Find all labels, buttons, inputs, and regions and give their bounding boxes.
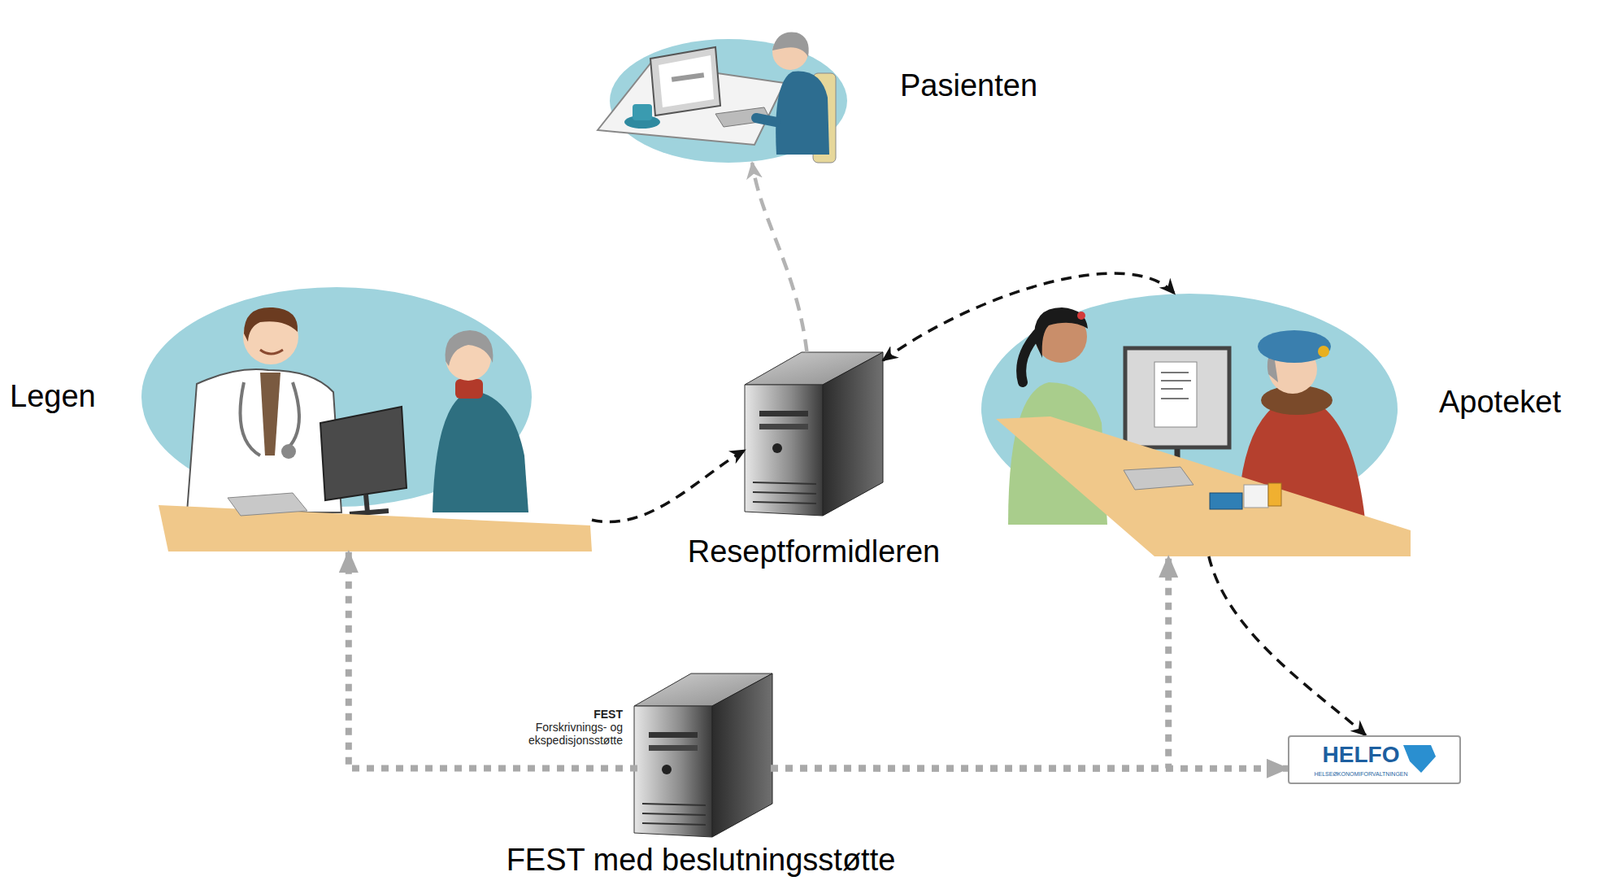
node-label: Legen — [9, 378, 96, 415]
patient-node: Pasienten — [609, 39, 848, 163]
node-sublabel: HELSEØKONOMIFORVALTNINGEN — [1313, 770, 1408, 778]
server-icon — [634, 673, 773, 837]
node-label: Reseptformidleren — [687, 534, 940, 570]
server-node: Reseptformidleren — [744, 352, 883, 516]
dashed-arrow — [882, 273, 1175, 361]
dotted-arrow — [770, 556, 1169, 769]
node-label: Pasienten — [900, 68, 1038, 105]
node-label: FEST med beslutningsstøtte — [506, 842, 896, 879]
pharmacy-scene — [981, 293, 1411, 557]
dotted-arrow — [770, 765, 1288, 772]
dashed-arrow — [591, 450, 745, 522]
node-label: Apoteket — [1439, 384, 1561, 421]
doctor-node: Legen — [143, 288, 592, 552]
node-label: HELFO — [1322, 741, 1400, 768]
patient-scene — [597, 31, 848, 163]
dashed-arrow — [752, 162, 807, 353]
pharmacy-node: Apoteket — [981, 293, 1411, 557]
dotted-arrow — [348, 551, 638, 769]
server-icon — [744, 352, 883, 516]
server-node: FEST med beslutningsstøtteFESTForskrivni… — [637, 673, 771, 837]
logo-mark — [1403, 744, 1436, 773]
logo-ground — [1287, 734, 1461, 784]
node-sublabel: Forskrivnings- og ekspedisjonsstøtte — [518, 720, 623, 747]
doctor-scene — [141, 286, 592, 552]
logo-box: HELFO HELSEØKONOMIFORVALTNINGEN — [1287, 734, 1461, 784]
node-sublabel: FEST — [593, 707, 623, 721]
dashed-arrow — [1208, 556, 1366, 735]
